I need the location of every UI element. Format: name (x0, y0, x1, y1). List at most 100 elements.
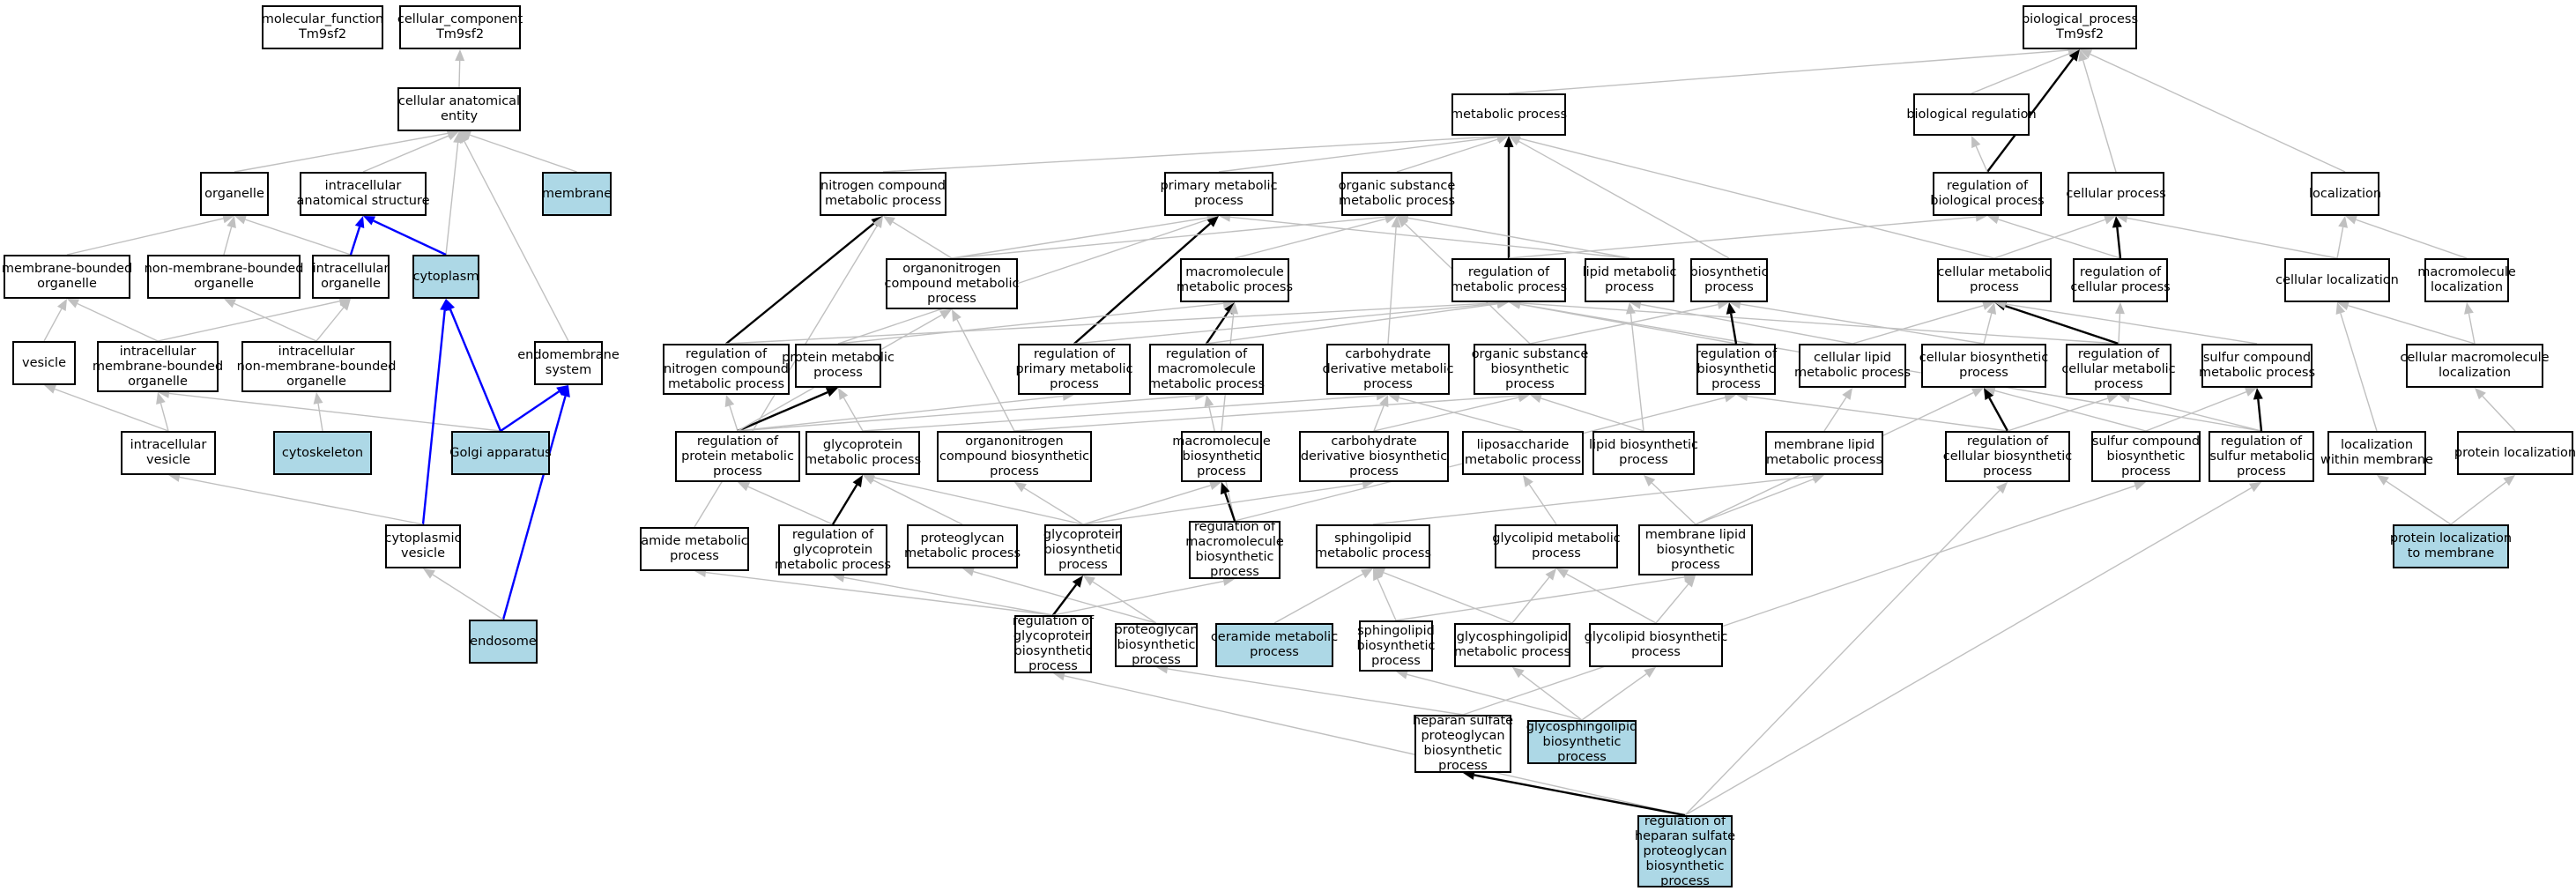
edge-line (1372, 475, 1814, 525)
edge-line (234, 132, 449, 173)
node-label-line: regulation of (1695, 346, 1778, 361)
edge-line (1581, 672, 1647, 721)
edge-line (1082, 483, 1363, 525)
node-label-line: process (1532, 546, 1581, 561)
node-label-line: organonitrogen (965, 434, 1064, 449)
edge-line (421, 309, 446, 525)
edge-line (1852, 304, 1984, 345)
edge-line (1651, 482, 1696, 525)
node-label-line: macromolecule (1172, 434, 1271, 449)
node-label-line: proteoglycan (1643, 843, 1727, 858)
node-label-line: cellular biosynthetic (1942, 449, 2073, 464)
edge-line (1377, 578, 1397, 621)
node-label-line: regulation of (1193, 520, 1276, 534)
edge-line (862, 395, 1377, 432)
node-label-line: localization (2340, 438, 2414, 452)
node-label-line: process (1349, 464, 1399, 479)
edge-line (1508, 216, 1977, 259)
node-label-line: compound biosynthetic (939, 449, 1090, 464)
edge-arrowhead (313, 392, 323, 405)
edge-line (892, 221, 953, 259)
node-label-line: amide metabolic (641, 534, 748, 548)
edge-line (1407, 217, 1630, 259)
edge-line (2336, 226, 2344, 259)
edge-line (1206, 303, 1498, 345)
node-label-line: metabolic process (903, 546, 1021, 561)
edge-line (501, 396, 567, 620)
node-label-line: glycosphingolipid (1456, 630, 1569, 644)
edge-arrowhead (2337, 301, 2350, 311)
node-label-line: cellular_component (397, 12, 523, 26)
edge-line (1387, 226, 1397, 345)
node-label-line: biosynthetic (1195, 550, 1274, 564)
edge-arrowhead (1083, 575, 1095, 586)
node-label-line: biosynthetic (1696, 361, 1776, 376)
node-label-line: process (713, 464, 762, 479)
edge-arrowhead (1724, 392, 1736, 403)
edge-line (2004, 304, 2119, 345)
node-label-line: liposaccharide (1476, 438, 1570, 452)
node-label-line: metabolic process (1147, 376, 1266, 391)
edge-arrowhead (838, 388, 849, 401)
edge-line (1566, 573, 1657, 624)
edge-arrowhead (1984, 386, 1996, 396)
edge-arrowhead (222, 213, 234, 224)
edge-arrowhead (2335, 302, 2346, 316)
node-label-line: regulation of (696, 434, 779, 449)
edge-line (1052, 580, 1224, 616)
edge-arrowhead (156, 392, 166, 405)
node-label-line: process (2237, 464, 2286, 479)
edge-arrowhead (852, 475, 863, 487)
node-label-line: process (1028, 659, 1078, 673)
node-label-line: process (990, 464, 1039, 479)
edge-arrowhead (1053, 671, 1065, 681)
edge-line (956, 319, 1015, 432)
node-label-line: compound metabolic (884, 276, 1020, 291)
node-label-line: regulation of (1012, 614, 1095, 628)
node-organelle: organelle (200, 172, 269, 216)
edge-arrowhead (56, 299, 67, 312)
edge-line (1224, 492, 1236, 522)
node-label-line: macromolecule (1185, 265, 1284, 279)
node-label-line: metabolic process (1765, 453, 1883, 467)
edge-line (317, 403, 323, 432)
edge-arrowhead (234, 214, 248, 225)
node-label-line: protein localization (2454, 445, 2576, 460)
node-label-line: regulation of (1966, 434, 2049, 449)
node-label-line: Tm9sf2 (298, 27, 347, 41)
node-label-line: biosynthetic (1043, 542, 1123, 557)
node-label-line: Tm9sf2 (435, 27, 485, 41)
node-label-line: organic substance (1338, 179, 1456, 193)
edge-arrowhead (1206, 216, 1219, 227)
node-label-line: process (1660, 873, 1710, 888)
node-label-line: cytoplasmic (384, 531, 462, 546)
edge-line (2082, 60, 2117, 173)
node-label-line: proteoglycan (1114, 622, 1199, 637)
node-label-line: metabolic process (824, 194, 942, 208)
node-label-line: regulation of (1165, 346, 1248, 361)
edge-arrowhead (1509, 133, 1521, 144)
node-metab: metabolic process (1451, 93, 1567, 136)
node-label-line: protein metabolic (782, 351, 895, 365)
edge-line (77, 302, 159, 342)
edge-arrowhead (1644, 475, 1656, 486)
edge-arrowhead (863, 472, 875, 483)
node-label-line: metabolic process (667, 376, 785, 391)
node-label-line: sulfur compound (2202, 351, 2312, 365)
node-label-line: endomembrane (517, 348, 620, 362)
edge-arrowhead (67, 299, 80, 308)
